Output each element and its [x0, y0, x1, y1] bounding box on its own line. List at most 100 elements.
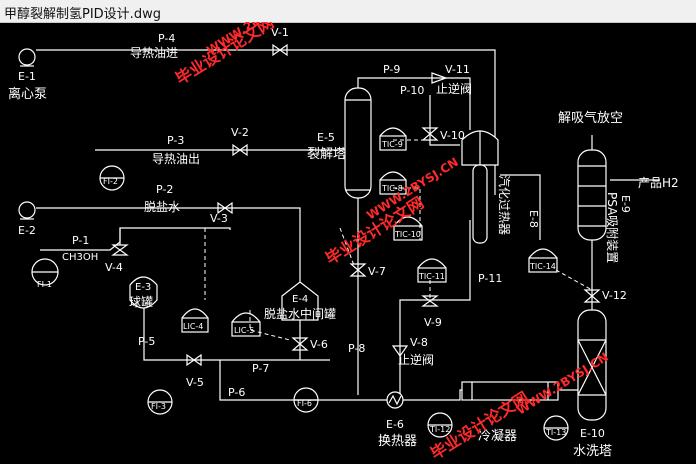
svg-text:V-5: V-5 — [186, 376, 204, 389]
svg-text:TIC-10: TIC-10 — [394, 230, 421, 239]
e3-name: 球罐 — [129, 295, 153, 309]
p4-tag: P-4 — [158, 32, 175, 45]
controller-tic8[interactable]: TIC-8 — [379, 171, 407, 195]
e5-name: 裂解塔 — [307, 147, 346, 162]
svg-text:TIC-14: TIC-14 — [529, 262, 556, 271]
p4-medium: 导热油进 — [130, 46, 178, 60]
tower-e10[interactable]: E-10 水洗塔 — [573, 309, 612, 459]
condenser-e7[interactable]: 冷凝器 — [461, 381, 559, 444]
p2-medium: 脱盐水 — [144, 199, 180, 214]
signal-tic14 — [555, 269, 593, 291]
valve-v8[interactable]: V-8 止逆阀 — [391, 336, 434, 367]
svg-text:V-9: V-9 — [424, 316, 442, 329]
valve-v9[interactable]: V-9 — [421, 295, 442, 329]
product-label: 产品H2 — [638, 176, 679, 190]
tank-e3[interactable]: E-3 球罐 — [129, 276, 158, 309]
gauge-fi3[interactable]: FI-3 — [147, 389, 173, 415]
svg-text:V-10: V-10 — [440, 129, 465, 142]
svg-text:V-12: V-12 — [602, 289, 627, 302]
e2-tag: E-2 — [18, 224, 36, 237]
e6-name: 换热器 — [378, 434, 417, 449]
gauge-ti12[interactable]: TI-12 — [427, 412, 453, 438]
e5-tag: E-5 — [317, 131, 335, 144]
p1-medium: CH3OH — [62, 252, 98, 263]
controller-tic11[interactable]: TIC-11 — [417, 258, 447, 283]
svg-text:V-4: V-4 — [105, 261, 123, 274]
e10-name: 水洗塔 — [573, 444, 612, 459]
controller-tic9[interactable]: TIC-9 — [379, 127, 407, 151]
e8-tag: E-8 — [527, 210, 540, 228]
controller-lic5[interactable]: LIC-5 — [231, 312, 261, 337]
pipe-e8-side — [500, 174, 541, 240]
tank-e4[interactable]: E-4 脱盐水中间罐 — [264, 281, 336, 321]
controller-tic10[interactable]: TIC-10 — [393, 216, 423, 241]
valve-v10[interactable]: V-10 — [421, 127, 465, 142]
check-valve-label-v11: 止逆阀 — [436, 81, 472, 96]
pump-e2-icon — [18, 201, 36, 219]
stream-labels: P-4 导热油进 P-3 导热油出 P-2 脱盐水 P-1 CH3OH P-5 … — [62, 32, 679, 399]
valve-v11[interactable]: V-11 止逆阀 — [431, 63, 472, 96]
psa-e9[interactable]: E-9 PSA吸附装置 — [577, 149, 632, 263]
pid-drawing-canvas[interactable]: E-1 离心泵 E-2 E-3 球罐 E-4 脱盐水中间罐 E-5 裂解塔 E-… — [0, 22, 696, 464]
gauge-fi2[interactable]: FI-2 — [99, 165, 125, 191]
valve-v7[interactable]: V-7 — [349, 263, 386, 278]
e1-name: 离心泵 — [8, 86, 47, 102]
e8-name: 汽化过热器 — [497, 175, 512, 235]
svg-text:止逆阀: 止逆阀 — [398, 352, 434, 367]
e7-name: 冷凝器 — [478, 428, 517, 444]
pipelines — [36, 49, 660, 401]
instruments: FI-1 FI-2 FI-3 FI-6 LIC-4 LIC-5 — [31, 127, 569, 441]
superheater-e8[interactable]: E-8 汽化过热器 — [461, 130, 540, 244]
e3-tag: E-3 — [135, 282, 151, 293]
vent-label: 解吸气放空 — [558, 110, 623, 126]
gauge-ti13[interactable]: TI-13 — [543, 415, 569, 441]
svg-text:V-7: V-7 — [368, 265, 386, 278]
e4-tag: E-4 — [292, 294, 308, 305]
controller-tic14[interactable]: TIC-14 — [528, 248, 558, 273]
heat-exchanger-e6[interactable]: E-6 换热器 — [378, 391, 417, 449]
pipe-p2 — [36, 207, 301, 330]
svg-text:LIC-4: LIC-4 — [183, 322, 203, 331]
e9-name: PSA吸附装置 — [605, 192, 619, 263]
p5-tag: P-5 — [138, 335, 155, 348]
valve-v12[interactable]: V-12 — [583, 289, 627, 303]
svg-text:V-6: V-6 — [310, 338, 328, 351]
pipe-p5-p7 — [143, 300, 330, 361]
pump-e1[interactable]: E-1 离心泵 — [8, 48, 47, 102]
svg-text:V-1: V-1 — [271, 26, 289, 39]
valve-v2[interactable]: V-2 — [231, 126, 249, 157]
valve-v1[interactable]: V-1 — [271, 26, 289, 57]
valve-v3[interactable]: V-3 — [210, 201, 233, 225]
svg-text:TI-13: TI-13 — [545, 428, 566, 437]
signal-tic8 — [393, 187, 421, 240]
controller-lic4[interactable]: LIC-4 — [181, 308, 209, 333]
svg-text:FI-2: FI-2 — [103, 177, 118, 186]
valve-v6[interactable]: V-6 — [291, 337, 328, 351]
p10-tag: P-10 — [400, 84, 424, 97]
pipe-p11 — [399, 220, 471, 395]
pipe-p6 — [219, 360, 395, 401]
svg-text:V-11: V-11 — [445, 63, 470, 76]
svg-text:TIC-9: TIC-9 — [381, 140, 403, 149]
gauge-fi6[interactable]: FI-6 — [293, 387, 319, 413]
p1-tag: P-1 — [72, 234, 89, 247]
valve-v4[interactable]: V-4 — [105, 244, 129, 274]
psa-e9-icon — [577, 149, 607, 241]
svg-text:FI-1: FI-1 — [37, 280, 52, 289]
p3-medium: 导热油出 — [152, 152, 200, 166]
gauge-fi1[interactable]: FI-1 — [31, 258, 59, 289]
p3-tag: P-3 — [167, 134, 184, 147]
svg-text:TIC-11: TIC-11 — [418, 272, 445, 281]
pump-e2[interactable]: E-2 — [18, 201, 36, 237]
valves: V-1 V-2 V-3 V-4 V-5 V-6 V-7 V-8 止 — [105, 26, 627, 389]
tower-e5[interactable]: E-5 裂解塔 — [307, 87, 372, 199]
window-titlebar: 甲醇裂解制氢PID设计.dwg — [0, 0, 696, 23]
svg-text:LIC-5: LIC-5 — [234, 326, 254, 335]
svg-text:V-3: V-3 — [210, 212, 228, 225]
pipe-p9 — [357, 77, 471, 130]
p7-tag: P-7 — [252, 362, 269, 375]
e9-tag: E-9 — [619, 195, 632, 213]
p8-tag: P-8 — [348, 342, 365, 355]
valve-v5[interactable]: V-5 — [186, 353, 204, 389]
pipe-p10 — [429, 95, 460, 146]
